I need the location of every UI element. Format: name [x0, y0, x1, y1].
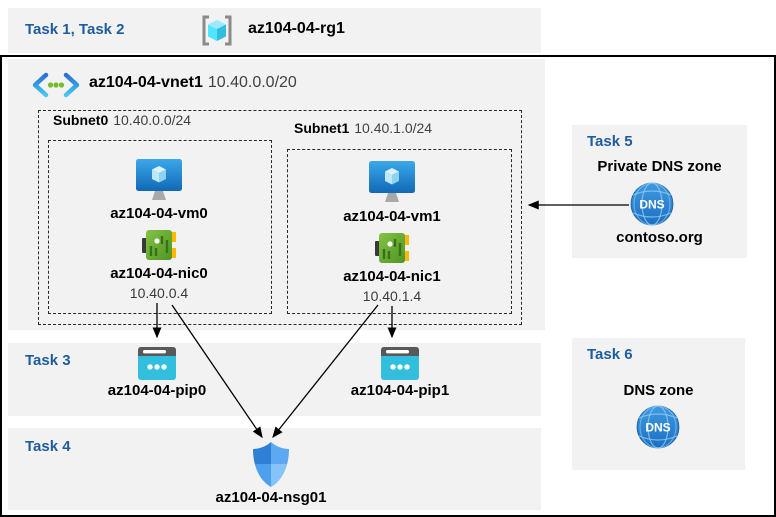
task3-label: Task 3	[25, 352, 71, 369]
resource-group-band: Task 1, Task 2 az104-04-rg1	[8, 8, 541, 53]
vnet-icon	[32, 72, 80, 98]
pip-name: az104-04-pip0	[107, 382, 207, 399]
nic-ip: 10.40.1.4	[362, 288, 422, 304]
nic-ip: 10.40.0.4	[129, 285, 189, 301]
task6-card: Task 6 DNS zone DNS	[572, 338, 745, 470]
task4-label: Task 4	[25, 438, 71, 455]
subnet0-cidr: 10.40.0.0/24	[113, 112, 192, 128]
dns-icon: DNS	[630, 182, 674, 226]
pip-name: az104-04-pip1	[350, 382, 450, 399]
dns-icon-text: DNS	[639, 198, 664, 212]
vnet-cidr: 10.40.0.0/20	[207, 74, 297, 91]
vm-icon	[369, 161, 415, 202]
nic-name: az104-04-nic0	[110, 265, 208, 282]
task6-label: Task 6	[587, 346, 633, 363]
subnet0-box	[48, 140, 272, 314]
nsg-icon	[253, 442, 289, 487]
dns-zone-title: DNS zone	[623, 382, 694, 399]
private-dns-zone-title: Private DNS zone	[597, 158, 722, 175]
nic-name: az104-04-nic1	[343, 268, 441, 285]
private-dns-zone-name: contoso.org	[616, 229, 703, 246]
nsg-name: az104-04-nsg01	[215, 489, 327, 506]
vm-name: az104-04-vm1	[343, 208, 441, 225]
nic-icon	[142, 230, 176, 260]
vm-icon	[136, 159, 182, 200]
subnet1-box	[287, 149, 512, 314]
vm-name: az104-04-vm0	[110, 205, 208, 222]
dns-icon: DNS	[636, 405, 680, 449]
task-1-2-label: Task 1, Task 2	[25, 21, 125, 38]
dns-icon-text: DNS	[645, 421, 670, 435]
vnet-name: az104-04-vnet1	[89, 74, 203, 91]
task4-band: Task 4 az104-04-nsg01	[8, 428, 541, 510]
resource-group-icon	[202, 15, 232, 46]
subnet1-cidr: 10.40.1.0/24	[354, 120, 433, 136]
subnet0-label: Subnet0	[53, 112, 109, 128]
subnet1-label: Subnet1	[294, 120, 350, 136]
nic-icon	[375, 233, 409, 263]
task5-label: Task 5	[587, 133, 633, 150]
task3-band: Task 3 az104-04-pip0 az104-04-pip1	[8, 343, 541, 416]
task5-card: Task 5 Private DNS zone DNS contoso.org	[572, 125, 747, 258]
resource-group-name: az104-04-rg1	[248, 20, 345, 37]
public-ip-icon	[381, 347, 419, 380]
public-ip-icon	[138, 347, 176, 380]
